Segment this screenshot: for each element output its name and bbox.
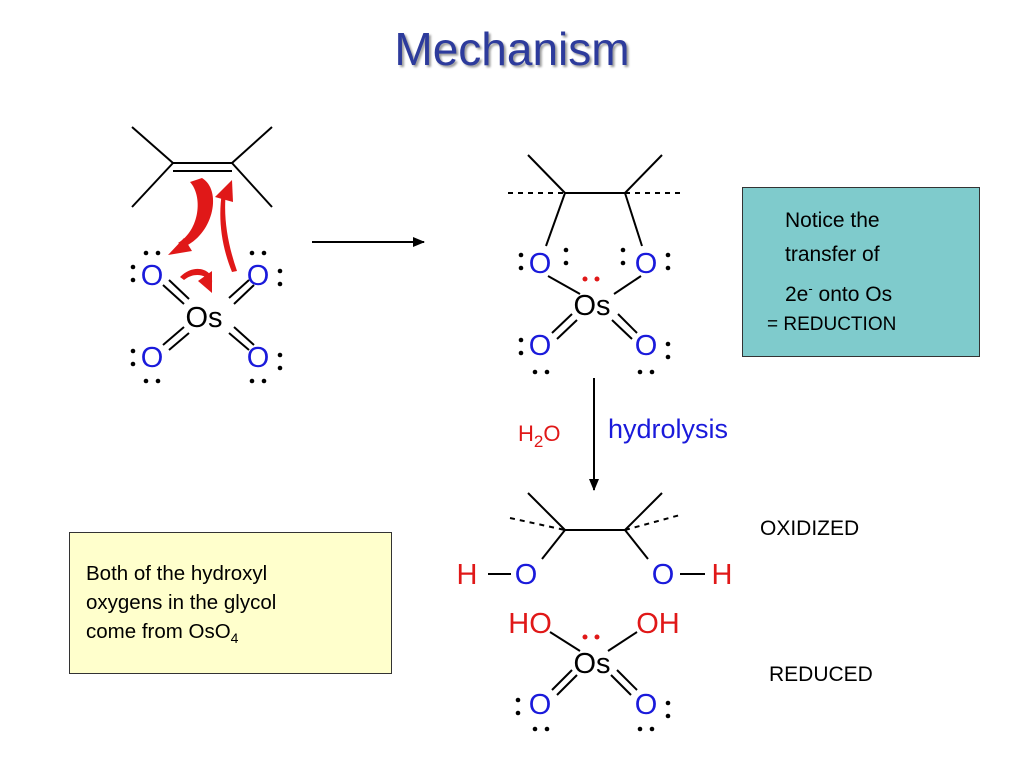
os-electron-pair	[582, 634, 600, 640]
curved-arrow-o-to-c-head	[215, 180, 233, 202]
curved-arrow-pi-bond-head	[168, 238, 192, 255]
atom-o: O	[529, 330, 552, 362]
diol-product: H O O H	[457, 492, 733, 591]
atom-o: O	[529, 248, 552, 280]
atom-o: O	[652, 559, 675, 591]
slide-title: Mechanism	[394, 23, 630, 75]
reduction-note: Notice the transfer of 2e- onto Os = RED…	[742, 187, 980, 357]
atom-o: O	[141, 342, 164, 374]
curved-arrow-pi-bond	[178, 178, 214, 246]
electron-flow-arrows	[168, 178, 237, 293]
curved-arrow-o-to-c	[220, 192, 237, 272]
hydrolysis-label: hydrolysis	[608, 414, 728, 444]
glycol-oxygen-note: Both of the hydroxyl oxygens in the glyc…	[69, 532, 392, 674]
osmium-vi-species: HO OH Os O O	[508, 608, 680, 732]
lone-pairs	[515, 697, 671, 732]
atom-o: O	[247, 260, 270, 292]
reduced-label: REDUCED	[769, 663, 873, 686]
atom-h: H	[712, 559, 733, 591]
hydroxyl-ho: HO	[508, 608, 552, 640]
atom-o: O	[529, 689, 552, 721]
note-line: Notice the	[785, 209, 880, 232]
lone-pairs	[130, 250, 283, 384]
textbox-line: oxygens in the glycol	[86, 591, 277, 614]
note-line: = REDUCTION	[767, 314, 897, 335]
atom-o: O	[141, 260, 164, 292]
atom-os: Os	[185, 302, 222, 334]
note-line: 2e- onto Os	[785, 281, 893, 306]
textbox-line: come from OsO4	[86, 620, 239, 647]
hydroxyl-oh: OH	[636, 608, 680, 640]
curved-arrow-os	[180, 268, 213, 283]
note-line: transfer of	[785, 243, 880, 266]
atom-o: O	[247, 342, 270, 374]
atom-o: O	[515, 559, 538, 591]
os-electron-pair	[582, 276, 600, 282]
osmium-tetroxide: O O O O Os	[130, 250, 283, 384]
atom-os: Os	[573, 290, 610, 322]
osmate-ester: O O O O Os	[508, 154, 683, 375]
textbox-line: Both of the hydroxyl	[86, 562, 268, 585]
alkene-structure	[131, 126, 273, 208]
atom-o: O	[635, 689, 658, 721]
atom-os: Os	[573, 648, 610, 680]
curved-arrow-os-head	[198, 271, 212, 293]
lone-pairs	[518, 247, 671, 375]
atom-o: O	[635, 248, 658, 280]
atom-o: O	[635, 330, 658, 362]
reagent-water: H2O	[518, 421, 560, 451]
atom-h: H	[457, 559, 478, 591]
oxidized-label: OXIDIZED	[760, 517, 860, 540]
